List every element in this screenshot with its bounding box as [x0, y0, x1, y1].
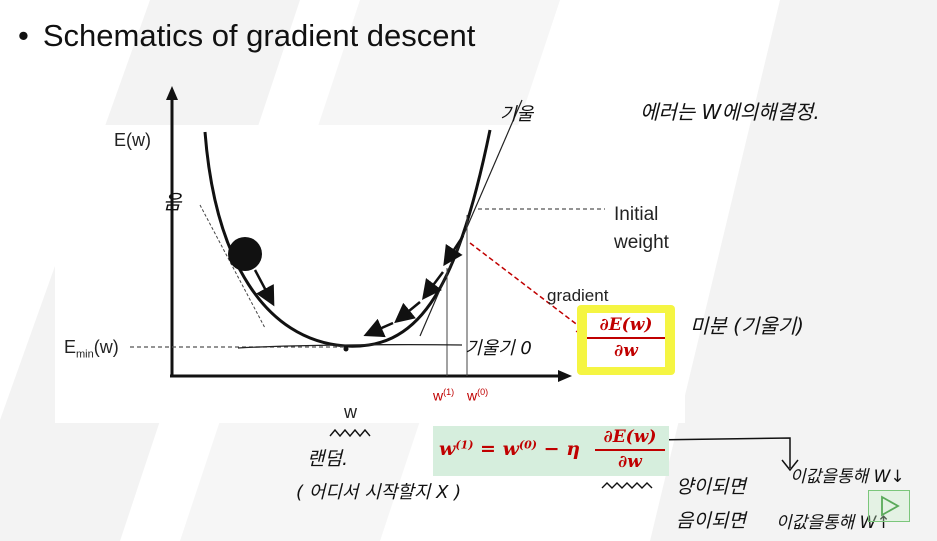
emin-sub: min [76, 348, 94, 361]
update-denominator: ∂w [618, 452, 642, 472]
emin-suffix: (w) [93, 337, 119, 357]
left-tangent [199, 204, 266, 329]
w0-sup: (0) [477, 387, 489, 397]
note-negative: 음이되면 [676, 510, 746, 532]
update-eta: η [566, 438, 581, 460]
initial-weight-line1: Initial [614, 204, 659, 225]
right-tangent [419, 99, 523, 337]
squiggle-w [329, 428, 371, 438]
descent-arrow-2 [422, 271, 444, 300]
w0-tick-label: w(0) [467, 387, 488, 404]
x-axis-label: w [344, 402, 357, 422]
update-rhs: w [502, 438, 519, 460]
formula-bracket [649, 437, 799, 472]
squiggle-formula [601, 482, 653, 489]
note-decrease-w: 이값을통해 W↓ [790, 467, 905, 487]
note-left-slope: 음 [163, 190, 182, 214]
note-increase-w: 이값을통해 W↑ [776, 513, 891, 533]
note-random: 랜덤. [307, 448, 348, 470]
play-icon [881, 495, 900, 517]
play-button[interactable] [868, 490, 910, 522]
ball [228, 237, 262, 271]
note-gradient: 미분 (기울기) [690, 314, 804, 338]
note-positive: 양이되면 [676, 476, 746, 498]
gradient-formula-box: ∂E(w) ∂w [577, 305, 675, 375]
initial-weight-line2: weight [614, 232, 669, 253]
update-numerator: ∂E(w) [595, 426, 665, 451]
update-lhs-sup: (1) [455, 438, 474, 452]
emin-label: Emin(w) [64, 337, 119, 361]
update-fraction: ∂E(w) ∂w [595, 426, 665, 474]
note-slope-zero: 기울기 0 [465, 338, 532, 359]
w0-base: w [467, 387, 478, 404]
gradient-denominator: ∂w [614, 341, 638, 361]
min-point [343, 346, 349, 352]
initial-weight-label: Initial weight [614, 201, 669, 257]
note-start-anywhere: ( 어디서 시작할지 X ) [296, 482, 462, 503]
update-minus: − [537, 438, 567, 460]
w1-base: w [433, 387, 444, 404]
gradient-label: gradient [547, 286, 609, 305]
update-rhs-sup: (0) [518, 438, 538, 452]
descent-arrow-3 [394, 301, 421, 324]
note-top-right: 에러는 W에의해결정. [640, 100, 820, 124]
slide-title-text: Schematics of gradient descent [42, 18, 476, 53]
update-formula: w(1) = w(0) − η [439, 438, 580, 460]
ball-arrow [253, 269, 275, 307]
update-formula-box: w(1) = w(0) − η ∂E(w) ∂w [433, 426, 669, 476]
emin-prefix: E [64, 337, 77, 357]
update-lhs: w [439, 438, 456, 460]
bullet-symbol: • [18, 18, 29, 53]
gradient-pointer-arrow [469, 242, 591, 335]
update-equals: = [473, 438, 503, 460]
descent-arrow-1 [443, 235, 465, 267]
slide-title: • Schematics of gradient descent [18, 18, 475, 54]
note-slope-top: 기울 [500, 104, 534, 125]
gradient-formula-inner: ∂E(w) ∂w [587, 313, 665, 367]
w1-tick-label: w(1) [433, 387, 454, 404]
y-axis-label: E(w) [114, 130, 151, 150]
gradient-numerator: ∂E(w) [587, 313, 665, 339]
descent-arrow-4 [363, 318, 394, 338]
w1-sup: (1) [443, 387, 455, 397]
zero-slope-stroke [237, 343, 463, 349]
